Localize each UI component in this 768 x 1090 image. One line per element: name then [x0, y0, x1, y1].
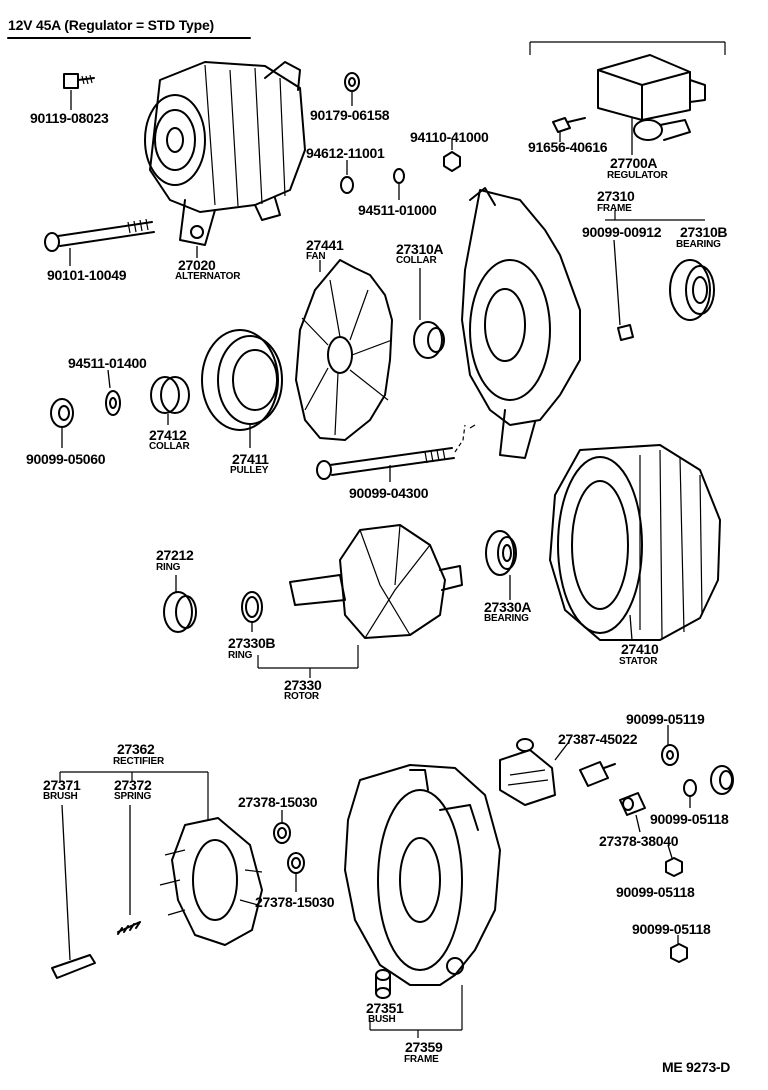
screw-90099-00912-illustration	[613, 239, 634, 341]
part-name-ring-27330B: RING	[228, 650, 253, 661]
part-number-27412: 27412	[149, 427, 187, 443]
part-number-27362: 27362	[117, 741, 155, 757]
bush-27351-illustration	[375, 969, 391, 999]
screw-90119-08023-illustration	[63, 73, 95, 110]
frame-27359-illustration	[344, 764, 501, 1038]
part-name-alternator: ALTERNATOR	[175, 271, 241, 282]
bearing-27310B-illustration	[669, 259, 715, 321]
part-name-rectifier: RECTIFIER	[113, 756, 164, 767]
part-name-bush: BUSH	[368, 1014, 396, 1025]
part-number-90099-00912: 90099-00912	[582, 224, 662, 240]
part-number-27020: 27020	[178, 257, 216, 273]
part-number-90099-05060: 90099-05060	[26, 451, 106, 467]
part-number-27378-15030-lower: 27378-15030	[255, 894, 335, 910]
part-number-27330B: 27330B	[228, 635, 276, 651]
part-number-90179-06158: 90179-06158	[310, 107, 390, 123]
part-number-91656-40616: 91656-40616	[528, 139, 608, 155]
part-number-27387-45022: 27387-45022	[558, 731, 638, 747]
part-name-frame-27310: FRAME	[597, 203, 632, 214]
part-name-pulley: PULLEY	[230, 465, 269, 476]
part-number-94110-41000: 94110-41000	[410, 129, 489, 145]
part-number-27371: 27371	[43, 777, 81, 793]
terminal-hardware-illustrations	[579, 725, 734, 963]
part-number-27372: 27372	[114, 777, 152, 793]
part-number-90119-08023: 90119-08023	[30, 110, 109, 126]
pulley-illustration	[201, 329, 283, 448]
part-name-bearing-27330A: BEARING	[484, 613, 529, 624]
part-number-90101-10049: 90101-10049	[47, 267, 127, 283]
part-name-regulator: REGULATOR	[607, 170, 668, 181]
rectifier-illustration	[59, 771, 263, 961]
stator-illustration	[549, 444, 721, 641]
part-number-90099-05118-a: 90099-05118	[650, 811, 729, 827]
part-number-27700A: 27700A	[610, 155, 658, 171]
collar-27310A-illustration	[413, 268, 445, 359]
part-name-rotor: ROTOR	[284, 691, 319, 702]
part-number-27310: 27310	[597, 188, 635, 204]
part-name-brush: BRUSH	[43, 791, 78, 802]
part-number-27378-15030-upper: 27378-15030	[238, 794, 318, 810]
part-number-27310A: 27310A	[396, 241, 444, 257]
part-name-fan: FAN	[306, 251, 326, 262]
collar-27378-15030-illustrations	[273, 810, 305, 892]
part-number-27330A: 27330A	[484, 599, 532, 615]
regulator-illustration	[529, 41, 726, 155]
bolt-90101-10049-illustration	[44, 218, 155, 266]
frame-27310-illustration	[461, 187, 705, 459]
part-number-27441: 27441	[306, 237, 344, 253]
rotor-illustration	[257, 524, 463, 678]
part-number-90099-05118-b: 90099-05118	[616, 884, 695, 900]
part-number-27378-38040: 27378-38040	[599, 833, 679, 849]
small-hardware-illustrations	[340, 72, 461, 200]
part-name-frame-27359: FRAME	[404, 1054, 439, 1065]
alternator-illustration	[144, 61, 306, 258]
ring-27330B-illustration	[241, 591, 263, 632]
part-number-90099-05118-c: 90099-05118	[632, 921, 711, 937]
part-number-27359: 27359	[405, 1039, 443, 1055]
pulley-hardware-illustrations	[50, 369, 190, 448]
terminal-block-illustration	[499, 738, 569, 806]
part-number-90099-04300: 90099-04300	[349, 485, 429, 501]
part-name-collar-27310A: COLLAR	[396, 255, 437, 266]
diagram-title: 12V 45A (Regulator = STD Type)	[8, 17, 214, 33]
part-name-spring: SPRING	[114, 791, 152, 802]
fan-illustration	[295, 259, 393, 441]
part-number-27410: 27410	[621, 641, 659, 657]
bolt-90099-04300-illustration	[316, 424, 466, 482]
part-number-94511-01000: 94511-01000	[358, 202, 437, 218]
drawing-reference-code: ME 9273-D	[662, 1059, 731, 1075]
part-number-94612-11001: 94612-11001	[306, 145, 385, 161]
part-number-27212: 27212	[156, 547, 194, 563]
part-name-stator: STATOR	[619, 656, 658, 667]
part-name-ring-27212: RING	[156, 562, 181, 573]
bearing-27330A-illustration	[485, 530, 517, 600]
ring-27212-illustration	[163, 575, 197, 633]
part-number-94511-01400: 94511-01400	[68, 355, 147, 371]
brush-spring-illustrations	[51, 921, 141, 979]
part-number-90099-05119: 90099-05119	[626, 711, 705, 727]
part-name-bearing-27310B: BEARING	[676, 239, 721, 250]
part-name-collar-27412: COLLAR	[149, 441, 190, 452]
part-number-27411: 27411	[232, 451, 269, 467]
part-number-27310B: 27310B	[680, 224, 728, 240]
part-number-27330: 27330	[284, 677, 322, 693]
part-number-27351: 27351	[366, 1000, 404, 1016]
